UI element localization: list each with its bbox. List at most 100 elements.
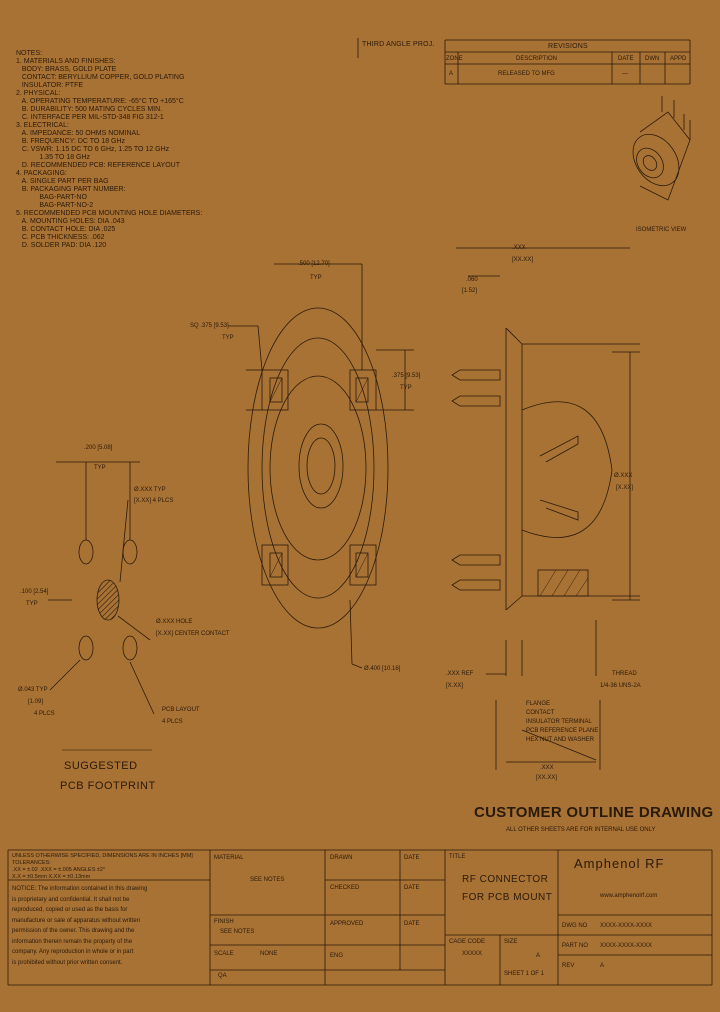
prop-lines-line: manufacture or sale of apparatus without… (12, 917, 141, 924)
qa-label: QA (218, 973, 227, 979)
eng-label: ENG (330, 953, 344, 959)
dim-right-diameter: Ø.XXX (614, 473, 633, 479)
approved-date: DATE (404, 921, 420, 927)
drawing-title: CUSTOMER OUTLINE DRAWING (474, 804, 714, 821)
tolerance-values: .XX = ±.02 .XXX = ±.005 ANGLES ±2° (12, 867, 106, 873)
prop-lines-line: NOTICE: The information contained in thi… (12, 886, 148, 892)
dim-overall-length: .XXX (540, 765, 554, 771)
part-no-label: PART NO (562, 943, 589, 949)
dim-bottom-diameter: Ø.400 [10.16] (364, 666, 401, 672)
dim-thread: THREAD (612, 671, 637, 677)
notes-block: NOTES: 1. MATERIALS AND FINISHES: BODY: … (16, 50, 202, 250)
rev-col-drawn: DWN (645, 56, 660, 62)
pcb-hole-note-count: 4 PLCS (162, 719, 183, 725)
company-website: www.amphenolrf.com (600, 893, 658, 899)
size-value: A (536, 953, 541, 959)
drawing-subtitle: ALL OTHER SHEETS ARE FOR INTERNAL USE ON… (506, 827, 656, 833)
tolerance-label: TOLERANCES: (12, 860, 51, 866)
finish-value: SEE NOTES (220, 929, 255, 935)
prop-lines-line: is prohibited without prior written cons… (12, 959, 123, 966)
dim-square: SQ .375 [9.53] (190, 323, 229, 329)
tolerance-header: UNLESS OTHERWISE SPECIFIED, DIMENSIONS A… (12, 853, 193, 859)
pcb-dim-height-typ: TYP (26, 601, 38, 607)
dwg-no-label: DWG NO (562, 923, 588, 929)
prop-lines-line: permission of the owner. This drawing an… (12, 928, 135, 934)
notes-lines-line: BAG-PART-NO-2 (16, 202, 94, 209)
side-view-callouts: FLANGE CONTACT INSULATOR TERMINAL PCB REFER… (526, 700, 598, 745)
notes-lines-line: D. RECOMMENDED PCB: REFERENCE LAYOUT (16, 162, 181, 169)
notes-lines-line: 4. PACKAGING: (16, 170, 67, 177)
dwg-no-value: XXXX-XXXX-XXXX (600, 923, 653, 929)
notes-lines-line: BAG-PART-NO (16, 194, 87, 201)
approved-label: APPROVED (330, 921, 364, 927)
notes-lines-line: INSULATOR: PTFE (16, 82, 84, 89)
dim-overall-length-mm: [XX.XX] (536, 775, 558, 781)
sheet-label: SHEET 1 OF 1 (504, 971, 544, 977)
notes-lines-line: CONTACT: BERYLLIUM COPPER, GOLD PLATING (16, 74, 185, 81)
tolerance-metric: X.X = ±0.5mm X.XX = ±0.13mm (12, 874, 91, 880)
notes-lines-line: A. OPERATING TEMPERATURE: -65°C TO +165°… (16, 98, 184, 105)
pcb-title-line2: PCB FOOTPRINT (60, 780, 156, 792)
scale-value: NONE (260, 951, 278, 957)
dim-square-typ: TYP (222, 335, 234, 341)
notes-lines-line: C. PCB THICKNESS: .062 (16, 234, 105, 241)
dim-bottom-left-mm: [X.XX] (446, 683, 464, 689)
side-notes-line: CONTACT (526, 710, 555, 716)
side-notes-line: HEX NUT AND WASHER (526, 737, 595, 743)
notes-lines-line: BODY: BRASS, GOLD PLATE (16, 66, 117, 73)
revisions-header: REVISIONS (548, 43, 588, 50)
pcb-dim-center: Ø.XXX HOLE (156, 619, 193, 625)
side-notes-line: PCB REFERENCE PLANE (526, 728, 599, 734)
rev-label: REV (562, 963, 575, 969)
part-no-value: XXXX-XXXX-XXXX (600, 943, 653, 949)
material-label: MATERIAL (214, 855, 244, 861)
drawn-date: DATE (404, 855, 420, 861)
company-name: Amphenol RF (574, 856, 665, 871)
pcb-dim-hole-small: Ø.043 TYP (18, 687, 48, 693)
dim-flange: .060 (466, 277, 478, 283)
notes-lines-line: 3. ELECTRICAL: (16, 122, 69, 129)
pcb-dim-height: .100 [2.54] (20, 589, 49, 595)
title-line2: FOR PCB MOUNT (462, 892, 553, 903)
notes-lines-line: C. INTERFACE PER MIL-STD-348 FIG 312-1 (16, 114, 164, 121)
cage-value: XXXXX (462, 951, 483, 957)
rev-col-date: DATE (618, 56, 634, 62)
notes-lines-line: C. VSWR: 1.15 DC TO 6 GHz, 1.25 TO 12 GH… (16, 146, 170, 153)
drawn-label: DRAWN (330, 855, 353, 861)
rev-row-description: RELEASED TO MFG (498, 71, 555, 77)
pcb-dim-width-typ: TYP (94, 465, 106, 471)
pcb-dim-center-contact: [X.XX] CENTER CONTACT (156, 631, 230, 637)
prop-lines-line: is proprietary and confidential. It shal… (12, 896, 130, 903)
cage-label: CAGE CODE (449, 939, 486, 945)
notes-lines-line: A. SINGLE PART PER BAG (16, 178, 109, 185)
notes-title: NOTES: (16, 50, 43, 57)
rev-col-approved: APPD (670, 56, 687, 62)
notes-lines-line: 1. MATERIALS AND FINISHES: (16, 58, 116, 65)
notes-lines-line: B. DURABILITY: 500 MATING CYCLES MIN. (16, 106, 163, 113)
notes-lines-line: A. IMPEDANCE: 50 OHMS NOMINAL (16, 130, 141, 137)
prop-lines-line: information therein remain the property … (12, 938, 133, 945)
prop-lines-line: company. Any reproduction in whole or in… (12, 949, 134, 955)
checked-label: CHECKED (330, 885, 360, 891)
dim-flange-mm: [1.52] (462, 288, 478, 294)
rev-col-zone: ZONE (446, 56, 463, 62)
dim-side-length-mm: [XX.XX] (512, 257, 534, 263)
pcb-dim-hole-big: Ø.XXX TYP (134, 487, 166, 493)
dim-thread-spec: 1/4-36 UNS-2A (600, 683, 641, 689)
pcb-dim-width: .200 [5.08] (84, 445, 113, 451)
checked-date: DATE (404, 885, 420, 891)
notes-lines-line: B. CONTACT HOLE: DIA .025 (16, 226, 116, 233)
notes-lines: 1. MATERIALS AND FINISHES: BODY: BRASS, … (16, 58, 202, 250)
dim-top-width: .500 [12.70] (298, 261, 330, 267)
side-notes-line: FLANGE (526, 701, 551, 707)
prop-lines-line: reproduced, copied or used as the basis … (12, 907, 128, 913)
notes-lines-line: B. FREQUENCY: DC TO 18 GHz (16, 138, 126, 145)
pcb-hole-note: PCB LAYOUT (162, 707, 200, 713)
title-line1: RF CONNECTOR (462, 874, 549, 885)
dim-right-diameter-mm: [X.XX] (616, 485, 634, 491)
notes-lines-line: 2. PHYSICAL: (16, 90, 61, 97)
side-notes-line: INSULATOR TERMINAL (526, 719, 592, 725)
pcb-dim-hole-big-mm: [X.XX] 4 PLCS (134, 498, 174, 504)
scale-label: SCALE (214, 951, 234, 957)
finish-label: FINISH (214, 919, 234, 925)
